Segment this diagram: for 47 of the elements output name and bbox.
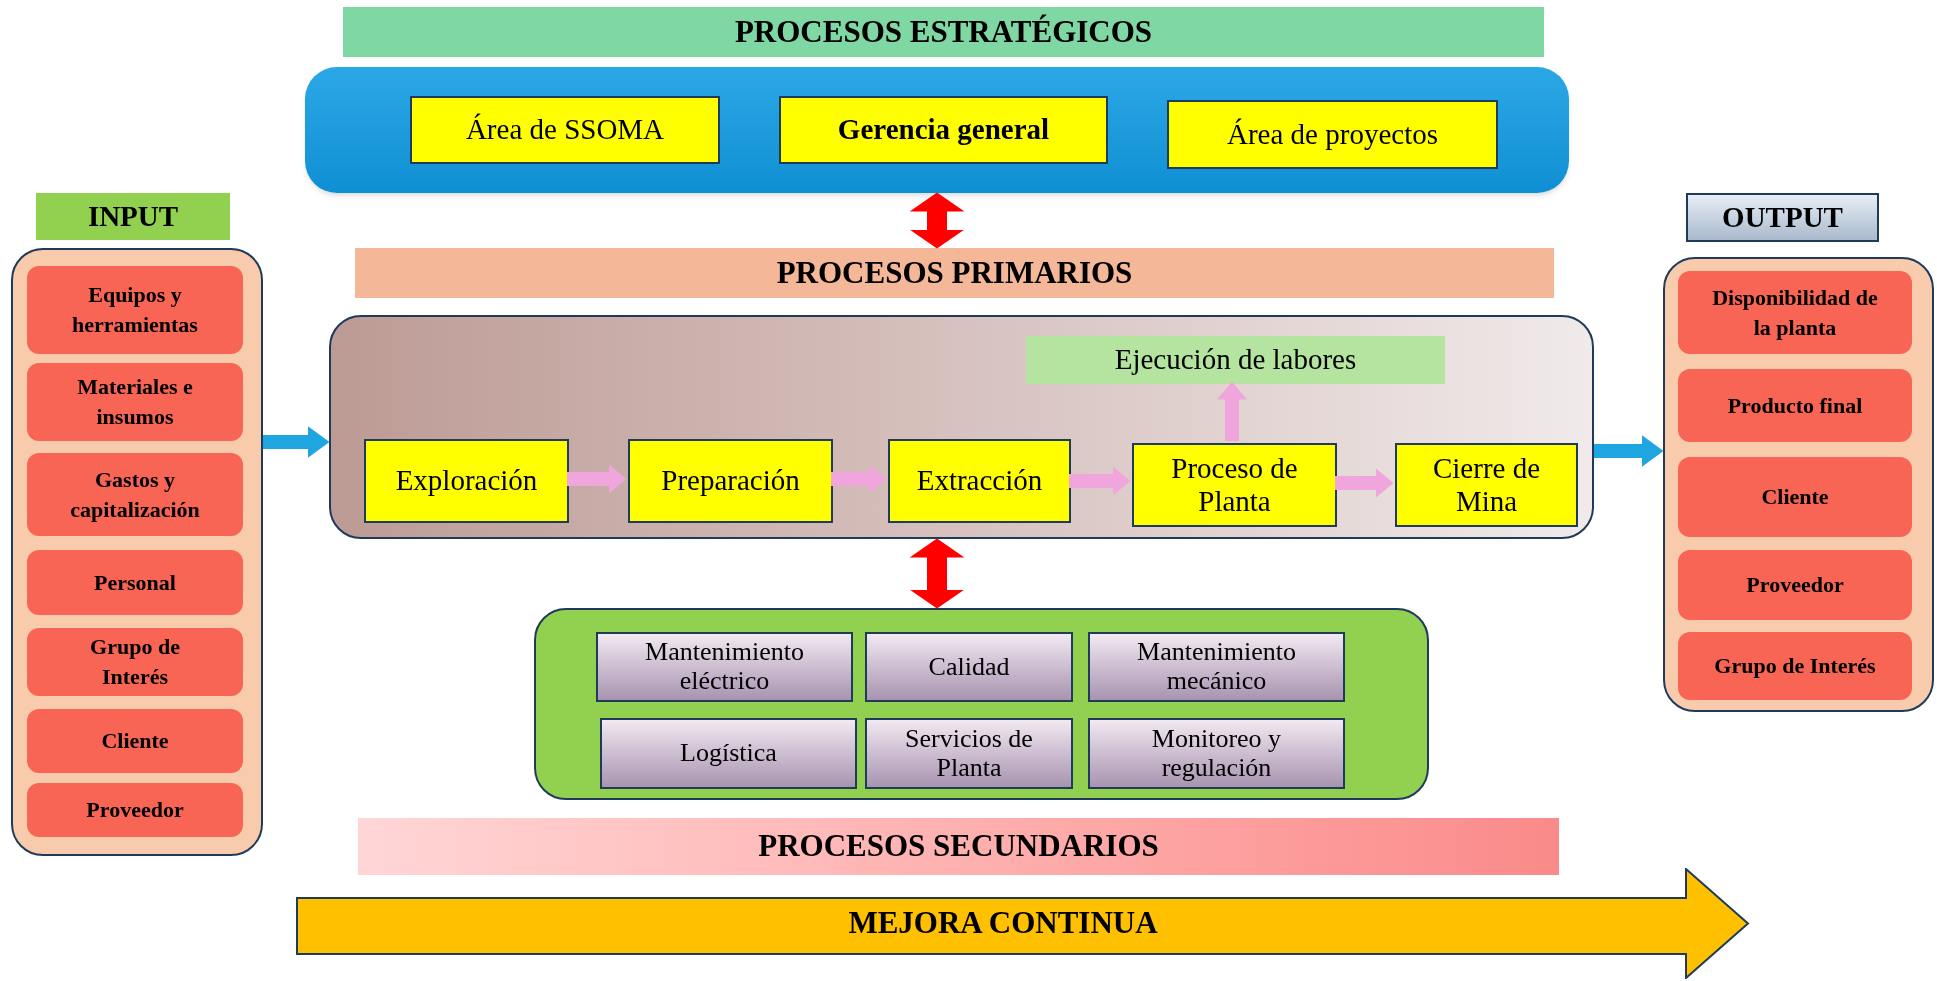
group-panel [329,315,1594,539]
arrow [831,464,887,494]
item-box: Proveedor [1678,550,1912,620]
item-box: Equipos y herramientas [27,266,243,354]
item-box: Personal [27,550,243,615]
section-banner: PROCESOS SECUNDARIOS [358,818,1559,875]
item-box: Disponibilidad de la planta [1678,271,1912,354]
section-banner: PROCESOS PRIMARIOS [355,248,1554,298]
process-box: Extracción [888,439,1071,523]
process-box: Cierre de Mina [1395,443,1578,527]
process-box: Mantenimiento eléctrico [596,632,853,702]
item-box: Cliente [1678,457,1912,537]
item-box: Proveedor [27,783,243,837]
item-box: Materiales e insumos [27,363,243,441]
item-box: Grupo de Interés [1678,632,1912,700]
item-box: Cliente [27,709,243,773]
arrow [1594,435,1664,467]
process-box: Preparación [628,439,833,523]
arrow [1335,468,1394,498]
process-box: Gerencia general [779,96,1108,164]
block-arrow: MEJORA CONTINUA [296,868,1750,979]
group-panel [305,67,1569,193]
item-box: Gastos y capitalización [27,453,243,536]
arrow [1217,381,1247,441]
process-box: Monitoreo y regulación [1088,718,1345,789]
group-panel [11,248,263,856]
header-label: OUTPUT [1686,193,1879,242]
arrow [1069,466,1131,496]
process-label: Ejecución de labores [1026,336,1445,384]
process-box: Proceso de Planta [1132,443,1337,527]
group-panel [1663,257,1934,712]
process-box: Exploración [364,439,569,523]
process-box: Logística [600,718,857,789]
item-box: Grupo de Interés [27,628,243,696]
process-box: Área de SSOMA [410,96,720,164]
item-box: Producto final [1678,369,1912,442]
arrow [909,538,965,609]
process-box: Mantenimiento mecánico [1088,632,1345,702]
header-label: INPUT [36,193,230,240]
process-box: Calidad [865,632,1073,702]
arrow [909,192,965,249]
arrow [567,464,627,494]
process-box: Servicios de Planta [865,718,1073,789]
process-box: Área de proyectos [1167,100,1498,169]
section-banner: PROCESOS ESTRATÉGICOS [343,7,1544,57]
group-panel [534,608,1429,800]
arrow [263,426,330,458]
